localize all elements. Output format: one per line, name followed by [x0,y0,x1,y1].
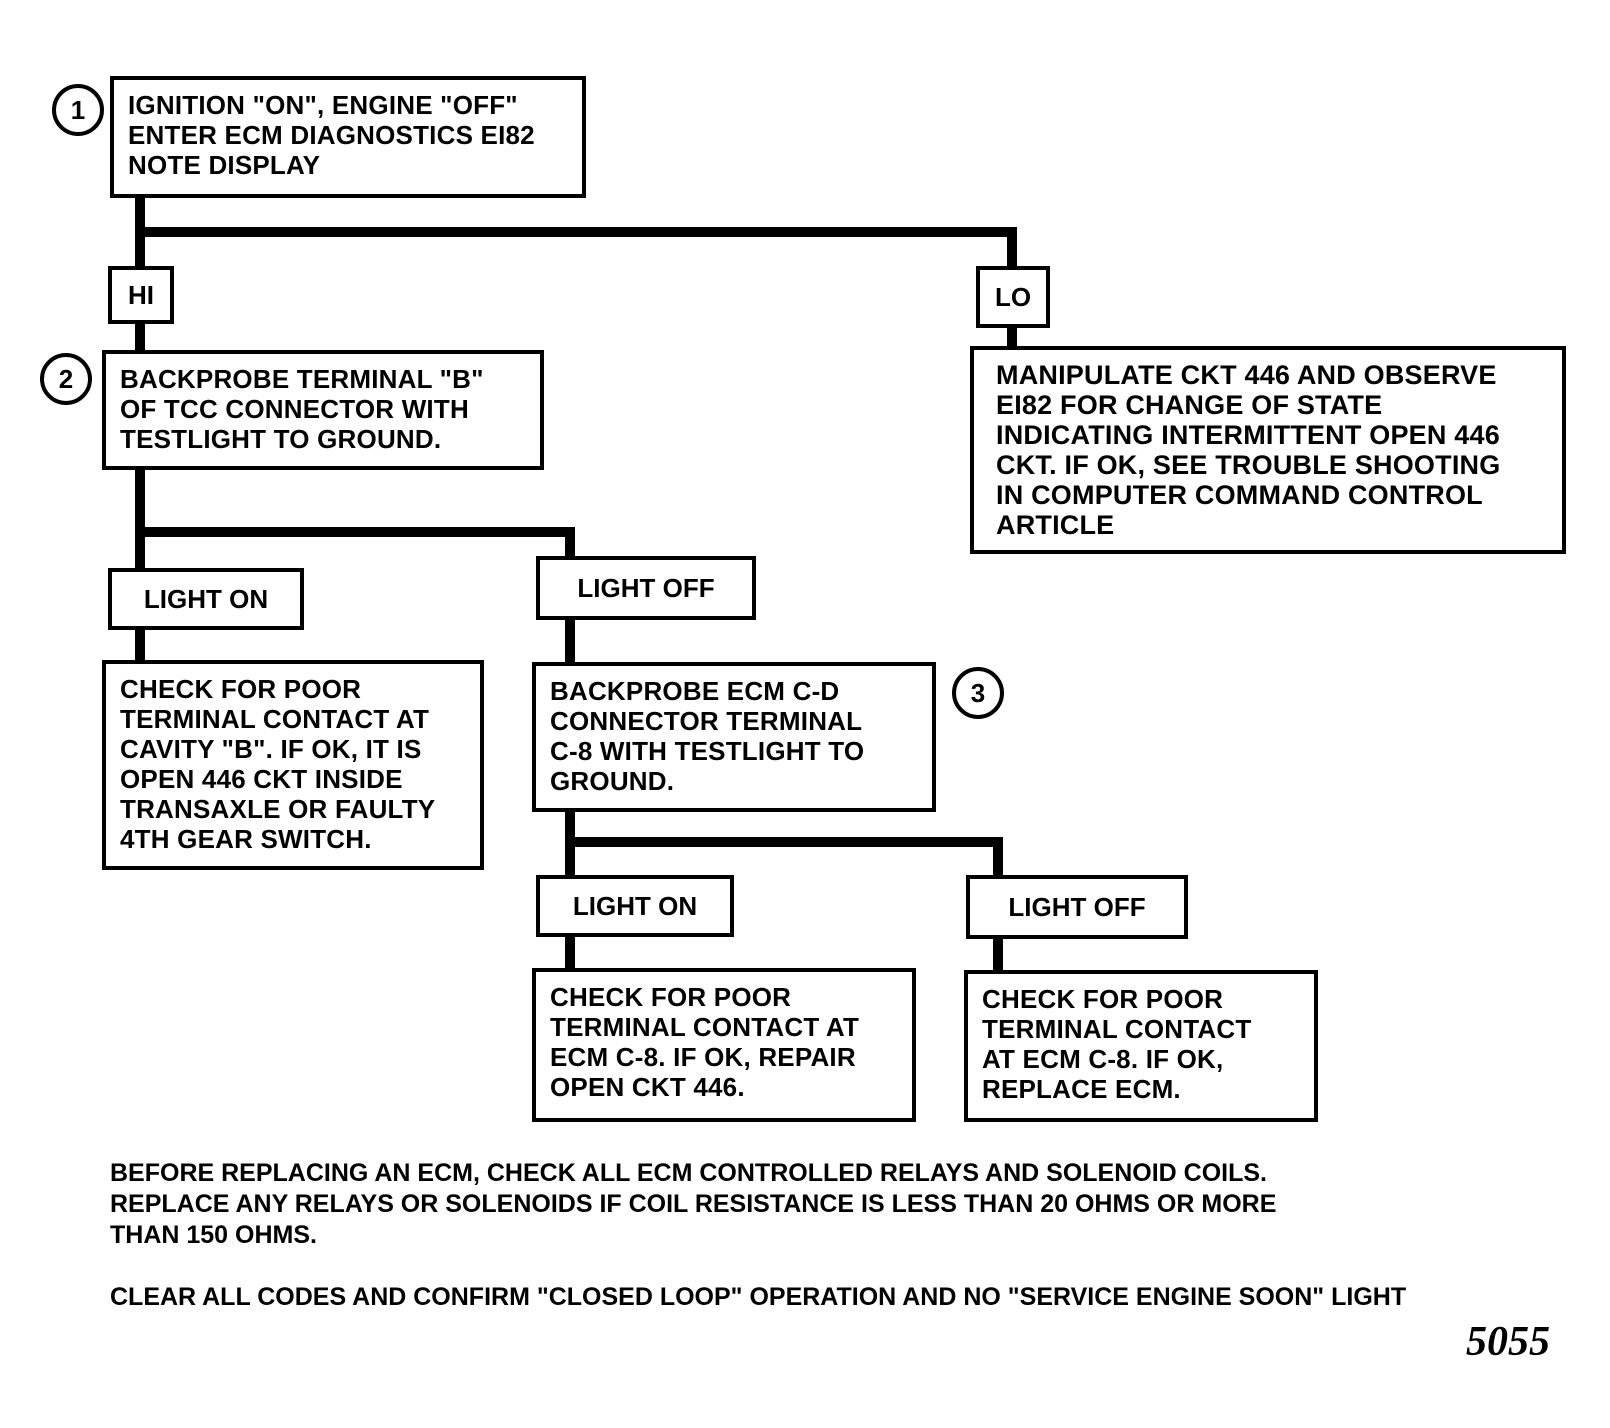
step-3-box: BACKPROBE ECM C-D CONNECTOR TERMINAL C-8… [532,662,936,812]
clear-codes-note: CLEAR ALL CODES AND CONFIRM "CLOSED LOOP… [110,1283,1407,1311]
step-3-number: 3 [952,667,1004,719]
step-1-box: IGNITION "ON", ENGINE "OFF" ENTER ECM DI… [110,76,586,198]
step-3-light-on-label: LIGHT ON [536,875,734,937]
step-2-box: BACKPROBE TERMINAL "B" OF TCC CONNECTOR … [102,350,544,470]
connector-step1-split [135,190,1017,357]
branch-hi-label: HI [108,266,174,324]
connector-step3-split [565,801,1003,880]
step-2-number: 2 [40,353,92,405]
step-3-light-off-label: LIGHT OFF [966,875,1188,939]
step-1-number: 1 [52,84,104,136]
figure-number: 5055 [1466,1319,1550,1365]
step-3-light-off-result-box: CHECK FOR POOR TERMINAL CONTACT AT ECM C… [964,970,1318,1122]
step-2-light-on-result-box: CHECK FOR POOR TERMINAL CONTACT AT CAVIT… [102,660,484,870]
step-2-light-off-label: LIGHT OFF [536,556,756,620]
connector-step2-split [135,461,575,573]
branch-lo-label: LO [976,266,1050,328]
ecm-replacement-note: BEFORE REPLACING AN ECM, CHECK ALL ECM C… [110,1159,1277,1249]
step-2-light-on-label: LIGHT ON [108,568,304,630]
lo-result-box: MANIPULATE CKT 446 AND OBSERVE EI82 FOR … [970,346,1566,554]
step-3-light-on-result-box: CHECK FOR POOR TERMINAL CONTACT AT ECM C… [532,968,916,1122]
